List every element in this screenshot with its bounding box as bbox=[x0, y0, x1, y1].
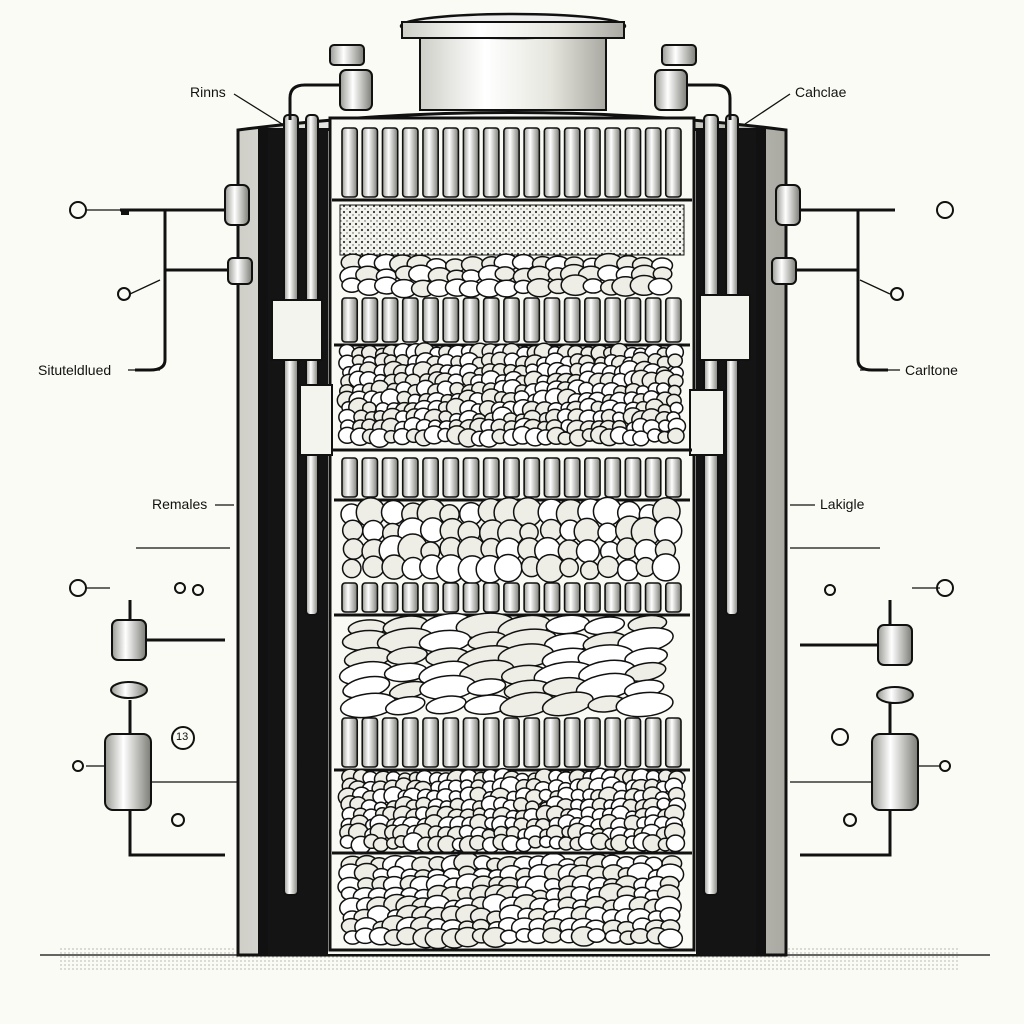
gauge-icon bbox=[72, 760, 84, 772]
layer-ovoid-media bbox=[338, 612, 674, 719]
gauge-icon bbox=[824, 584, 836, 596]
layer-base-gravel bbox=[337, 851, 685, 950]
layer-top-grid bbox=[334, 127, 690, 202]
pipe-fittings-right bbox=[654, 44, 919, 811]
gauge-icon bbox=[174, 582, 186, 594]
gauges bbox=[69, 201, 954, 827]
layer-mixed-granules bbox=[336, 342, 687, 448]
gauge-icon bbox=[890, 287, 904, 301]
label-situteldlued: Situteldlued bbox=[38, 362, 112, 378]
gauge-icon bbox=[936, 201, 954, 219]
layer-small-stones bbox=[337, 767, 687, 855]
gauge-icon bbox=[939, 760, 951, 772]
gauge-icon bbox=[69, 579, 87, 597]
label-remales: Remales bbox=[152, 496, 208, 512]
label-lakigle: Lakigle bbox=[820, 496, 865, 512]
gauge-icon bbox=[69, 201, 87, 219]
gauge-icon bbox=[171, 813, 185, 827]
gauge-icon bbox=[117, 287, 131, 301]
layer-rounded-media bbox=[339, 252, 674, 299]
rod-brackets bbox=[271, 294, 751, 456]
layer-fine-media bbox=[339, 204, 685, 256]
gauge-icon bbox=[192, 584, 204, 596]
layer-separator-1 bbox=[334, 457, 690, 502]
layer-lower-grid bbox=[334, 717, 690, 772]
gauge-icon bbox=[831, 728, 849, 746]
pipe-fittings-left bbox=[104, 44, 373, 811]
badge-label: 13 bbox=[176, 731, 189, 743]
layer-separator-2 bbox=[334, 582, 690, 617]
media-layers bbox=[332, 127, 692, 950]
badge-circle bbox=[171, 726, 195, 750]
gauge-icon bbox=[843, 813, 857, 827]
label-cahclae: Cahclae bbox=[795, 84, 847, 100]
layer-round-balls bbox=[340, 496, 683, 585]
top-cap bbox=[399, 12, 627, 111]
layer-mid-grid bbox=[334, 297, 690, 347]
label-carltone: Carltone bbox=[905, 362, 958, 378]
leader-lines bbox=[86, 93, 940, 783]
label-rinns: Rinns bbox=[190, 84, 226, 100]
